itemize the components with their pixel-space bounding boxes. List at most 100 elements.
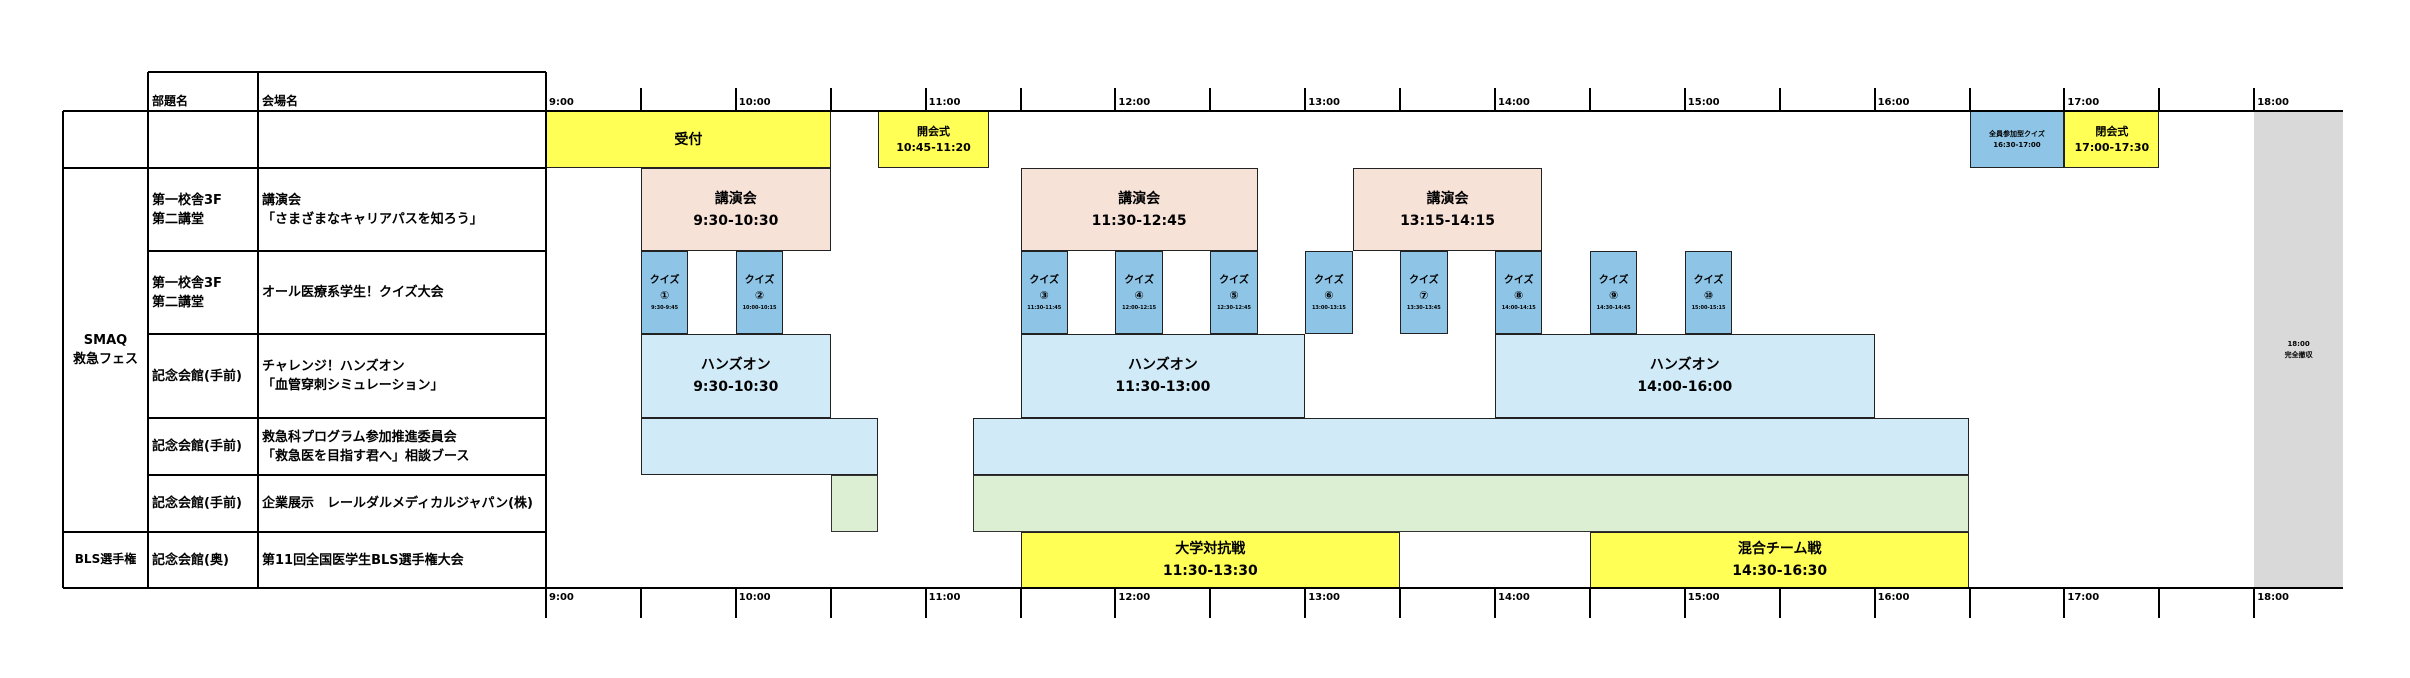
event-time: 13:00-13:15 (1311, 305, 1346, 311)
event-time: 11:30-12:45 (1091, 212, 1187, 229)
event-time: ⑤ (1229, 289, 1239, 302)
grid-line-h (148, 167, 546, 169)
event-title: 講演会 (714, 190, 757, 207)
event-title: クイズ (649, 275, 680, 286)
time-tick-bottom: 13:00 (1308, 592, 1341, 603)
event-time: 16:30-17:00 (1993, 140, 2041, 149)
tick-mark-bottom (1494, 588, 1496, 618)
event-booth-block[interactable] (973, 418, 1970, 475)
header-department: 部題名 (152, 94, 189, 108)
event-title: 混合チーム戦 (1737, 541, 1822, 557)
event-time: 9:30-9:45 (651, 305, 679, 311)
time-tick-bottom: 14:00 (1498, 592, 1530, 603)
event-quiz-block[interactable]: クイズ ① 9:30-9:45 (640, 251, 689, 334)
group-smaq: SMAQ 救急フェス (72, 333, 138, 367)
event-title: クイズ (1029, 275, 1060, 286)
teardown-label: 18:00 (2287, 339, 2310, 348)
event-title: クイズ (1598, 275, 1629, 286)
tick-mark-top (2253, 88, 2256, 111)
tick-mark-bottom (1873, 588, 1876, 618)
row-venue: 講演会 「さまざまなキャリアパスを知ろう」 (262, 192, 483, 227)
tick-mark-top (639, 88, 642, 111)
event-quiz-block[interactable]: クイズ ③ 11:30-11:45 (1020, 251, 1068, 334)
event-time: 11:30-13:00 (1115, 379, 1211, 395)
time-tick-top: 16:00 (1877, 97, 1910, 108)
event-booth-block[interactable] (640, 418, 879, 475)
tick-mark-top (1209, 88, 1212, 111)
tick-mark-top (2158, 88, 2161, 111)
event-time: 13:30-13:45 (1406, 305, 1441, 311)
event-lecture-block[interactable]: 講演会 11:30-12:45 (1020, 168, 1258, 251)
event-opening-block[interactable]: 受付 (546, 111, 831, 168)
event-time: ⑧ (1514, 289, 1524, 302)
event-time: 17:00-17:30 (2074, 140, 2150, 154)
row-department: 記念会館(奥) (152, 552, 229, 568)
event-time: 14:00-14:15 (1501, 305, 1536, 311)
event-expo-block[interactable] (973, 475, 1970, 532)
event-time: ① (659, 289, 670, 302)
event-title: 大学対抗戦 (1175, 541, 1246, 557)
table-bottom-line (63, 587, 2343, 589)
header-venue: 会場名 (262, 94, 299, 108)
tick-mark-bottom (1588, 588, 1591, 618)
row-venue: チャレンジ！ハンズオン 「血管穿刺シミュレーション」 (262, 359, 444, 393)
tick-mark-top (1494, 88, 1496, 111)
tick-mark-bottom (1778, 588, 1781, 618)
tick-mark-top (1399, 88, 1402, 111)
event-title: ハンズオン (700, 357, 771, 373)
tick-mark-top (829, 88, 832, 111)
teardown-label: 完全撤収 (2284, 350, 2313, 359)
header-bottom-line (63, 110, 2343, 112)
tick-mark-bottom (734, 588, 737, 618)
event-time: ② (754, 289, 765, 302)
event-title: 講演会 (1118, 190, 1161, 207)
grid-line-h (63, 167, 148, 169)
tick-mark-top (1304, 88, 1307, 111)
time-tick-top: 17:00 (2067, 97, 2100, 108)
grid-line-h (148, 417, 546, 419)
tick-mark-top (2063, 88, 2066, 111)
event-time: ③ (1039, 289, 1049, 302)
tick-mark-top (1968, 88, 1971, 111)
event-time: 10:00-10:15 (742, 305, 777, 311)
tick-mark-top (1019, 88, 1022, 111)
row-department: 記念会館(手前) (152, 439, 242, 454)
row-venue: 第11回全国医学生BLS選手権大会 (262, 552, 464, 568)
tick-mark-top (1873, 88, 1876, 111)
time-tick-top: 13:00 (1308, 97, 1341, 108)
row-department: 記念会館(手前) (152, 368, 242, 384)
event-title: クイズ (744, 275, 775, 286)
event-expo-block[interactable] (830, 475, 879, 532)
row-venue: 救急科プログラム参加推進委員会 「救急医を目指す君へ」相談ブース (262, 429, 470, 464)
time-tick-bottom: 10:00 (738, 592, 771, 603)
time-tick-bottom: 16:00 (1877, 592, 1910, 603)
event-bls-block[interactable]: 混合チーム戦 14:30-16:30 (1589, 532, 1970, 588)
group-bls: BLS選手権 (74, 552, 137, 566)
row-department: 記念会館(手前) (152, 496, 242, 511)
row-venue: オール医療系学生！クイズ大会 (262, 285, 444, 300)
event-quiz-block[interactable]: クイズ ② 10:00-10:15 (735, 251, 784, 334)
time-tick-top: 11:00 (928, 97, 961, 108)
tick-mark-top (734, 88, 737, 111)
event-time: 13:15-14:15 (1400, 212, 1495, 229)
event-time: 14:30-16:30 (1732, 563, 1828, 579)
row-department: 第一校舎3F 第二講堂 (152, 192, 222, 227)
time-tick-top: 12:00 (1118, 97, 1151, 108)
event-time: 11:30-11:45 (1027, 305, 1062, 311)
